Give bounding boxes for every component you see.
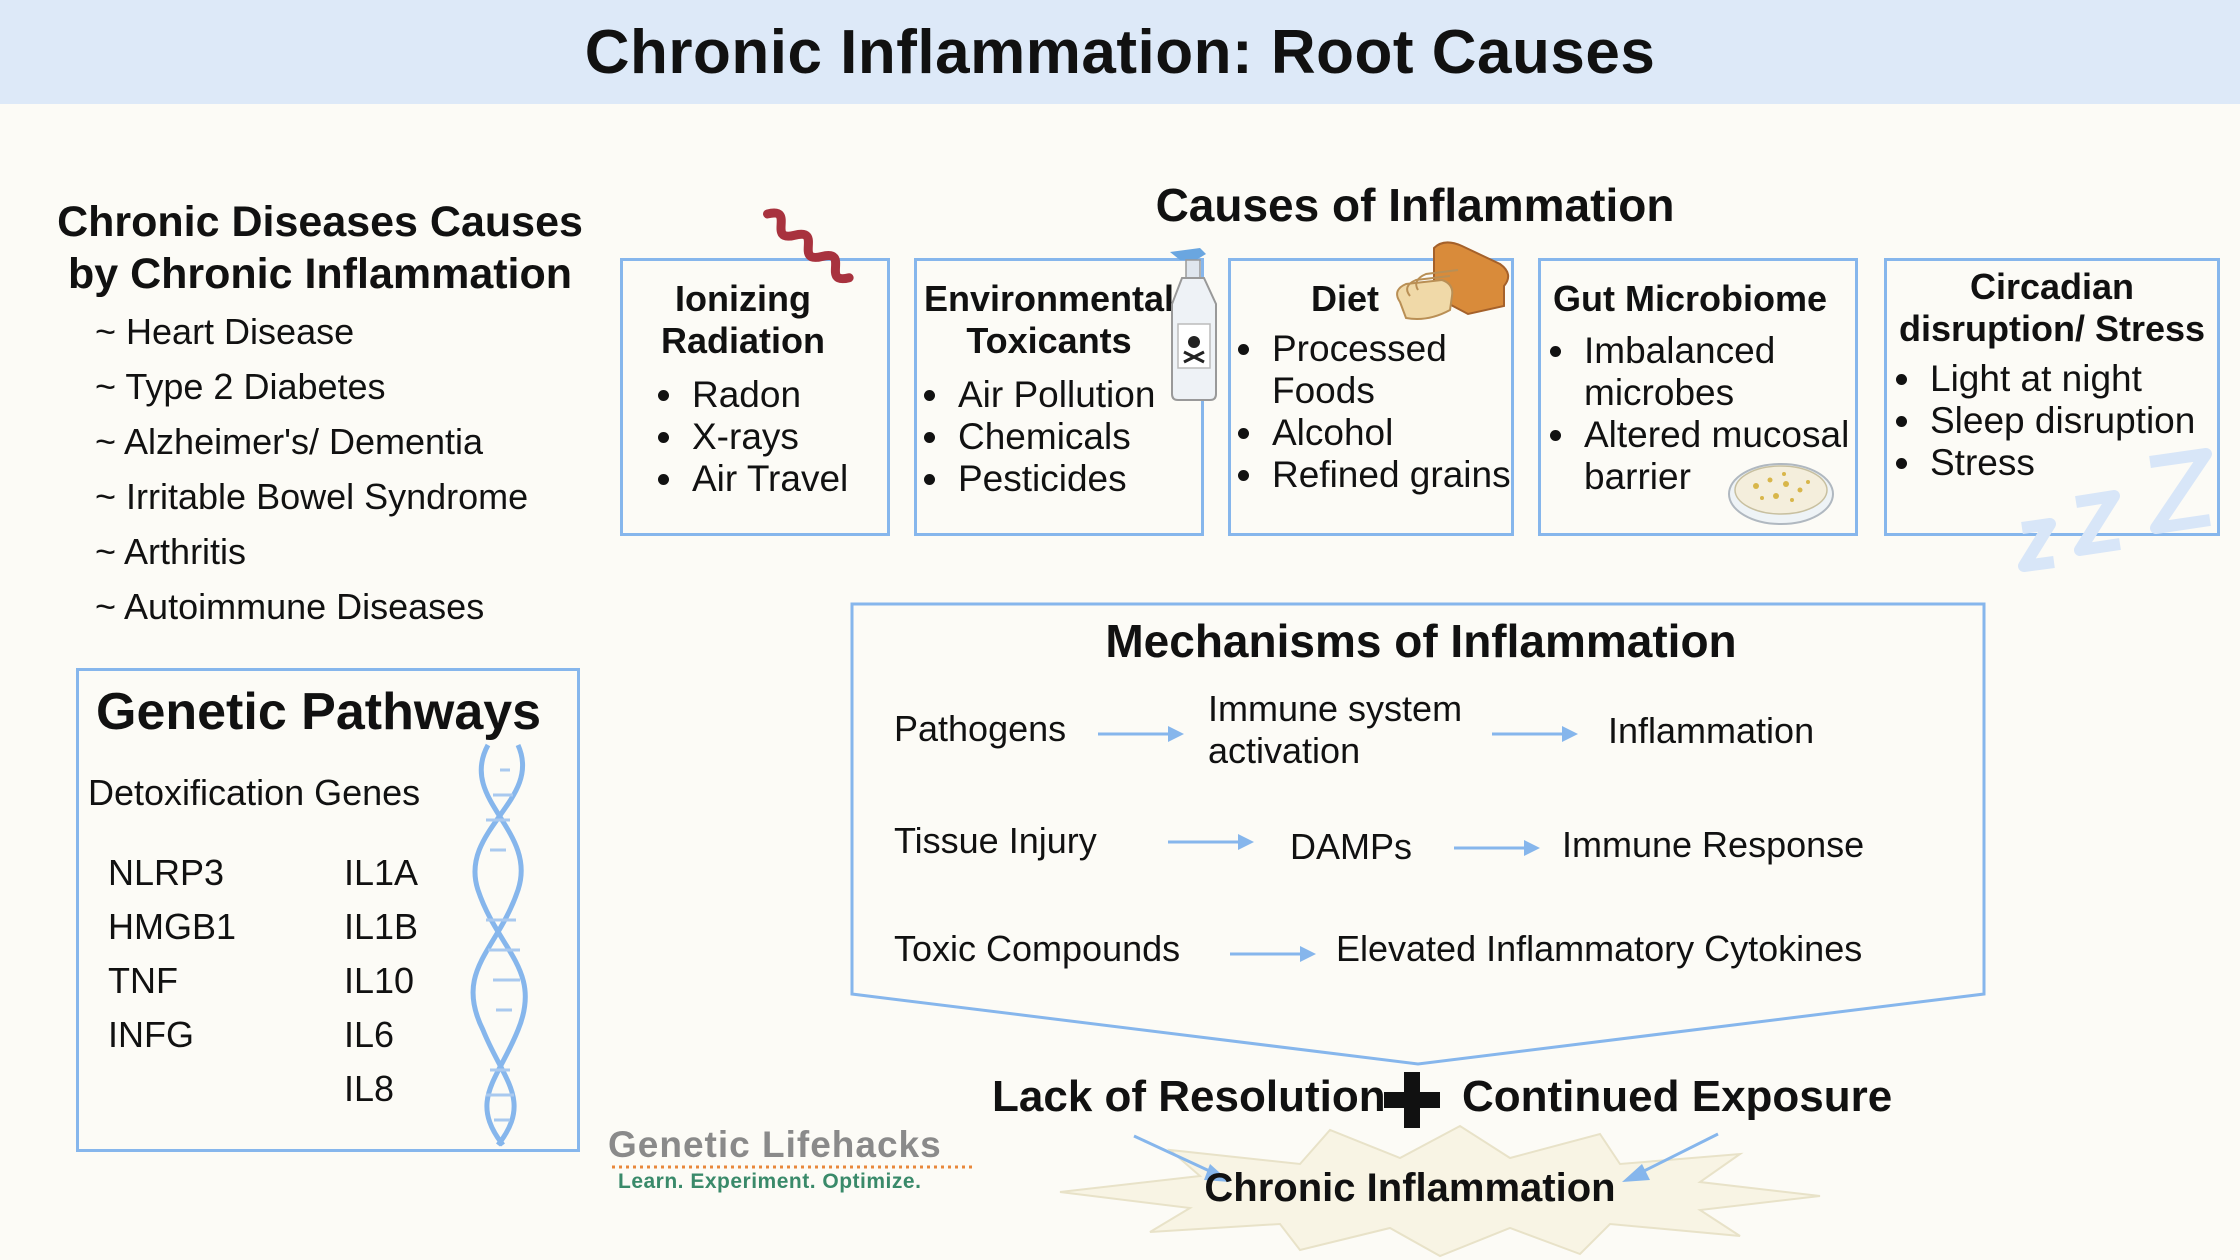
- circadian-list: Light at night Sleep disruption Stress: [1892, 358, 2195, 484]
- mechanism-cause: Toxic Compounds: [894, 928, 1181, 969]
- genetic-subtitle: Detoxification Genes: [88, 772, 421, 813]
- cause-item: Altered mucosal barrier: [1546, 414, 1866, 498]
- cause-item: Chemicals: [920, 416, 1155, 458]
- title-banner: Chronic Inflammation: Root Causes: [0, 0, 2240, 104]
- gene-label: NLRP3: [108, 852, 225, 893]
- cause-box-title: Diet: [1300, 278, 1390, 320]
- plus-icon: [1384, 1072, 1440, 1128]
- disease-item: ~ Alzheimer's/ Dementia: [95, 421, 484, 462]
- disease-list: ~ Heart Disease ~ Type 2 Diabetes ~ Alzh…: [95, 308, 528, 638]
- mechanisms-box: [850, 602, 1986, 1066]
- mechanism-step: Immune system activation: [1208, 688, 1463, 771]
- arrow-icon: [1133, 1134, 1230, 1182]
- arrow-icon: [1492, 726, 1578, 742]
- cause-box-circadian: [1884, 258, 2220, 536]
- cause-box-title: Gut Microbiome: [1540, 278, 1840, 320]
- cause-item: Sleep disruption: [1892, 400, 2195, 442]
- cause-title-line: Circadian: [1969, 266, 2135, 307]
- radiation-wave-icon: [763, 208, 854, 284]
- spray-bottle-icon: [1170, 248, 1217, 401]
- cause-item: Alcohol: [1234, 412, 1514, 454]
- cause-title-line: disruption/ Stress: [1898, 308, 2206, 349]
- causes-title: Causes of Inflammation: [1155, 179, 1675, 231]
- mechanism-result: Inflammation: [1608, 710, 1815, 751]
- page-title: Chronic Inflammation: Root Causes: [584, 17, 1656, 87]
- arrow-icon: [1168, 834, 1254, 850]
- petri-dish-icon: [1728, 463, 1834, 525]
- diet-list: Processed Foods Alcohol Refined grains: [1234, 328, 1514, 496]
- disease-item: ~ Autoimmune Diseases: [95, 586, 485, 627]
- gene-label: IL6: [344, 1014, 395, 1055]
- disease-item: ~ Irritable Bowel Syndrome: [95, 476, 529, 517]
- mechanism-cause: Pathogens: [894, 708, 1067, 749]
- cause-box-title: Environmental Toxicants: [918, 278, 1180, 362]
- chronic-inflammation-label: Chronic Inflammation: [1204, 1166, 1616, 1210]
- arrow-icon: [1454, 840, 1540, 856]
- genetic-pathways-box: [76, 668, 580, 1152]
- cause-title-line: Diet: [1310, 278, 1379, 319]
- cause-title-line: Toxicants: [966, 320, 1132, 361]
- cause-item: Imbalanced microbes: [1546, 330, 1866, 414]
- radiation-list: Radon X-rays Air Travel: [654, 374, 848, 500]
- cause-title-line: Gut Microbiome: [1552, 278, 1827, 319]
- mechanism-step: DAMPs: [1290, 826, 1413, 867]
- disease-item: ~ Type 2 Diabetes: [95, 366, 386, 407]
- gene-label: IL1B: [344, 906, 419, 947]
- microbiome-list: Imbalanced microbes Altered mucosal barr…: [1546, 330, 1866, 498]
- cause-box-title: Ionizing Radiation: [620, 278, 866, 362]
- cause-title-line: Radiation: [660, 320, 825, 361]
- continued-exposure-label: Continued Exposure: [1462, 1072, 1893, 1121]
- arrow-icon: [1230, 946, 1316, 962]
- cause-item: Processed Foods: [1234, 328, 1514, 412]
- mechanisms-title: Mechanisms of Inflammation: [1105, 615, 1737, 667]
- cause-item: Light at night: [1892, 358, 2195, 400]
- cause-item: Radon: [654, 374, 848, 416]
- cause-item: Stress: [1892, 442, 2195, 484]
- gene-label: IL10: [344, 960, 415, 1001]
- gene-label: IL8: [344, 1068, 395, 1109]
- cause-item: Pesticides: [920, 458, 1155, 500]
- dna-icon: [470, 743, 528, 1147]
- diseases-title-line: by Chronic Inflammation: [67, 250, 573, 298]
- genetic-pathways-title: Genetic Pathways: [96, 683, 542, 741]
- arrow-icon: [1098, 726, 1184, 742]
- toxicants-list: Air Pollution Chemicals Pesticides: [920, 374, 1155, 500]
- gene-label: IL1A: [344, 852, 419, 893]
- diseases-title-line: Chronic Diseases Causes: [57, 198, 583, 246]
- cause-item: Air Pollution: [920, 374, 1155, 416]
- cause-title-line: Ionizing: [675, 278, 811, 319]
- cause-box-title: Circadian disruption/ Stress: [1884, 266, 2220, 350]
- gene-label: TNF: [108, 960, 178, 1001]
- cause-title-line: Environmental: [923, 278, 1175, 319]
- gene-label: HMGB1: [108, 906, 237, 947]
- arrow-icon: [1622, 1132, 1719, 1182]
- mechanism-cause: Tissue Injury: [894, 820, 1097, 861]
- cause-item: Refined grains: [1234, 454, 1514, 496]
- logo-name: Genetic Lifehacks: [608, 1124, 942, 1165]
- diseases-title: Chronic Diseases Causes by Chronic Infla…: [50, 196, 590, 300]
- burst-shape: [1059, 1124, 1821, 1258]
- logo-tagline: Learn. Experiment. Optimize.: [618, 1170, 922, 1193]
- cause-item: X-rays: [654, 416, 848, 458]
- sleep-zzz-icon: [2018, 448, 2212, 572]
- bread-icon: [1396, 241, 1510, 320]
- gene-label: INFG: [108, 1014, 194, 1055]
- logo-dotted-line: [612, 1165, 976, 1169]
- mechanism-result: Immune Response: [1562, 824, 1865, 865]
- disease-item: ~ Arthritis: [95, 531, 247, 572]
- cause-item: Air Travel: [654, 458, 848, 500]
- lack-of-resolution-label: Lack of Resolution: [992, 1072, 1386, 1121]
- cause-box-toxicants: [914, 258, 1204, 536]
- disease-item: ~ Heart Disease: [95, 311, 355, 352]
- mechanism-result: Elevated Inflammatory Cytokines: [1336, 928, 1863, 969]
